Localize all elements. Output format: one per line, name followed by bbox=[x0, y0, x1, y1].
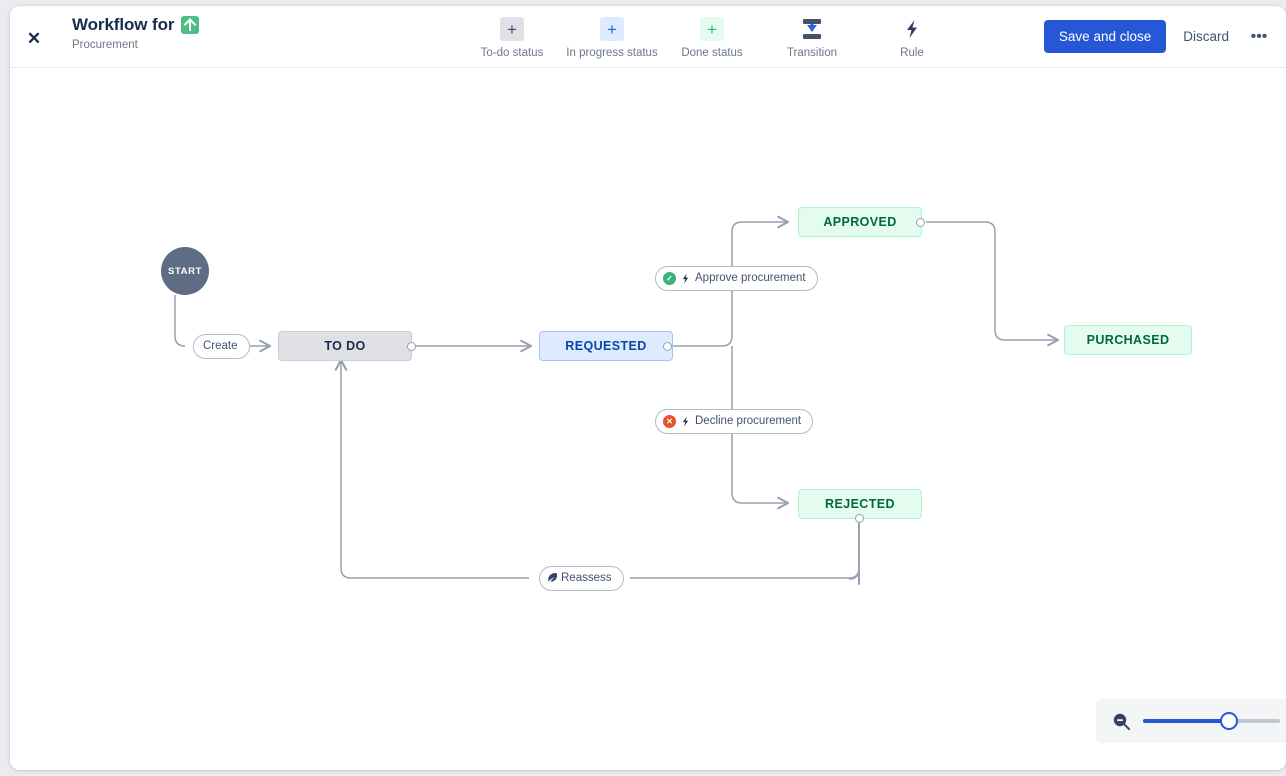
edge-layer bbox=[174, 215, 1060, 585]
transition-glyph-icon bbox=[547, 572, 558, 585]
title-block: Workflow for Procurement bbox=[72, 14, 200, 52]
editor-header: ✕ Workflow for Procurement + To-do statu… bbox=[10, 6, 1286, 68]
discard-button[interactable]: Discard bbox=[1170, 20, 1242, 53]
transition-reassess[interactable]: Reassess bbox=[539, 566, 624, 591]
header-actions: Save and close Discard ••• bbox=[1043, 20, 1272, 53]
add-in-progress-status-button[interactable]: + In progress status bbox=[562, 12, 662, 59]
toolbar-label: Transition bbox=[786, 47, 838, 59]
port-approved-right[interactable] bbox=[916, 218, 925, 227]
add-todo-status-icon: + bbox=[500, 17, 524, 41]
port-requested-right[interactable] bbox=[663, 342, 672, 351]
toolbar: + To-do status + In progress status + Do… bbox=[462, 12, 962, 59]
add-rule-icon bbox=[900, 17, 924, 41]
zoom-slider[interactable] bbox=[1143, 712, 1280, 730]
port-rejected-bottom[interactable] bbox=[855, 514, 864, 523]
transition-create[interactable]: Create bbox=[193, 334, 250, 359]
workflow-editor-window: ✕ Workflow for Procurement + To-do statu… bbox=[10, 6, 1286, 770]
start-node[interactable]: START bbox=[161, 247, 209, 295]
zoom-out-icon[interactable] bbox=[1112, 712, 1131, 731]
add-in-progress-status-icon: + bbox=[600, 17, 624, 41]
check-circle-icon: ✓ bbox=[663, 272, 676, 285]
rule-bolt-icon bbox=[681, 272, 690, 285]
status-node-todo[interactable]: TO DO bbox=[278, 331, 412, 361]
add-done-status-icon: + bbox=[700, 17, 724, 41]
add-todo-status-button[interactable]: + To-do status bbox=[462, 12, 562, 59]
toolbar-label: In progress status bbox=[566, 47, 658, 59]
toolbar-label: Rule bbox=[900, 47, 924, 59]
transition-label: Create bbox=[203, 339, 238, 352]
zoom-control-panel[interactable] bbox=[1096, 699, 1286, 743]
more-actions-icon[interactable]: ••• bbox=[1250, 27, 1268, 45]
status-node-purchased[interactable]: PURCHASED bbox=[1064, 325, 1192, 355]
transition-label: Approve procurement bbox=[695, 271, 806, 284]
status-node-requested[interactable]: REQUESTED bbox=[539, 331, 673, 361]
add-transition-button[interactable]: Transition bbox=[762, 12, 862, 59]
transition-approve-procurement[interactable]: ✓ Approve procurement bbox=[655, 266, 818, 291]
port-todo-right[interactable] bbox=[407, 342, 416, 351]
priority-highest-icon bbox=[181, 16, 200, 34]
transition-label: Reassess bbox=[561, 571, 612, 584]
add-rule-button[interactable]: Rule bbox=[862, 12, 962, 59]
close-icon[interactable]: ✕ bbox=[26, 28, 42, 48]
save-and-close-button[interactable]: Save and close bbox=[1043, 20, 1167, 53]
workflow-canvas[interactable]: START TO DO REQUESTED APPROVED REJECTED … bbox=[10, 68, 1286, 770]
transition-label: Decline procurement bbox=[695, 414, 802, 427]
toolbar-label: Done status bbox=[681, 47, 743, 59]
zoom-slider-thumb[interactable] bbox=[1220, 712, 1239, 730]
workflow-subtitle: Procurement bbox=[72, 39, 138, 51]
transition-decline-procurement[interactable]: ✕ Decline procurement bbox=[655, 409, 814, 434]
toolbar-label: To-do status bbox=[480, 47, 544, 59]
page-title: Workflow for bbox=[72, 15, 175, 34]
status-node-approved[interactable]: APPROVED bbox=[798, 207, 922, 237]
cross-circle-icon: ✕ bbox=[663, 415, 676, 428]
zoom-slider-fill bbox=[1143, 719, 1230, 723]
add-transition-icon bbox=[800, 17, 824, 41]
add-done-status-button[interactable]: + Done status bbox=[662, 12, 762, 59]
rule-bolt-icon bbox=[681, 415, 690, 428]
